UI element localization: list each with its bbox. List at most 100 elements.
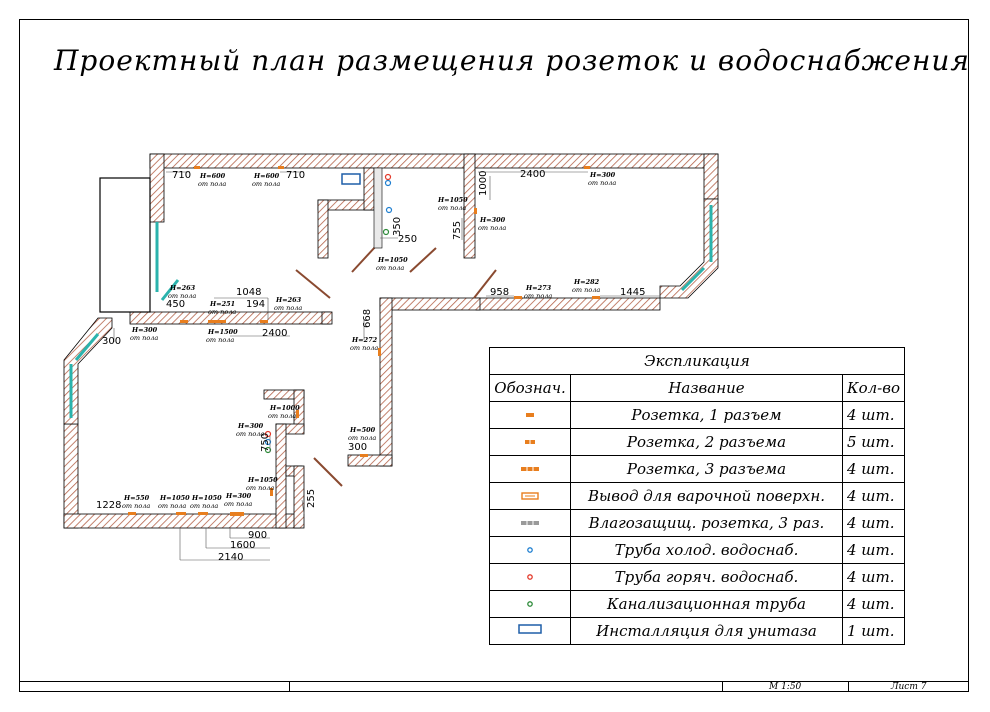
- legend-header-name: Название: [570, 374, 843, 402]
- socket-icon: [128, 512, 136, 515]
- dimension-labels: 710 710 2400 1000 1048 450 194 2400 300 …: [96, 169, 645, 563]
- svg-text:H=1050: H=1050: [247, 476, 278, 484]
- waterproof-socket-icon: [521, 521, 539, 525]
- svg-text:H=1000: H=1000: [269, 404, 300, 412]
- socket-1-icon: [526, 413, 534, 417]
- dimension-label: 2400: [262, 328, 287, 339]
- cold-pipe-icon: [384, 179, 392, 187]
- dimension-label: 2140: [218, 552, 243, 563]
- svg-text:от пола: от пола: [588, 179, 616, 187]
- dimension-label: 250: [398, 234, 417, 245]
- svg-text:H=500: H=500: [349, 426, 376, 434]
- toilet-installation-icon: [518, 624, 542, 634]
- svg-text:H=550: H=550: [123, 494, 150, 502]
- dimension-label: 1048: [236, 287, 261, 298]
- cold-pipe-icon: [527, 547, 533, 553]
- dimension-label: 450: [166, 299, 185, 310]
- wall: [463, 153, 476, 259]
- legend-header-qty: Кол-во: [841, 374, 906, 402]
- wall: [475, 297, 661, 311]
- svg-text:H=300: H=300: [131, 326, 158, 334]
- legend-row: Влагозащищ. розетка, 3 раз. 4 шт.: [489, 509, 906, 537]
- svg-text:H=263: H=263: [275, 296, 302, 304]
- svg-text:от пола: от пола: [252, 180, 280, 188]
- dimension-label: 710: [172, 170, 191, 181]
- socket-icon: [584, 166, 590, 169]
- doors: [295, 245, 497, 487]
- cooktop-outlet-icon: [521, 492, 539, 500]
- door: [295, 269, 331, 299]
- socket-icon: [270, 488, 273, 496]
- dimension-label: 750: [260, 433, 271, 452]
- drawing-frame: [19, 19, 969, 692]
- socket-icon: [260, 320, 268, 323]
- dimension-label: 300: [348, 442, 367, 453]
- sewer-pipe-icon: [264, 446, 272, 454]
- cold-pipe-icon: [264, 438, 272, 446]
- dimension-label: 1600: [230, 540, 255, 551]
- sockets: [128, 166, 600, 516]
- dimension-label: 958: [490, 287, 509, 298]
- dimension-label: 2400: [520, 169, 545, 180]
- legend-qty: 4 шт.: [841, 482, 906, 510]
- legend-name: Труба горяч. водоснаб.: [570, 563, 843, 591]
- legend-caption: Экспликация: [489, 347, 905, 375]
- cooktop-outlet-icon: [230, 512, 244, 516]
- cold-pipe-icon: [385, 206, 393, 214]
- dimension-label: 300: [102, 336, 121, 347]
- hot-pipe-icon: [527, 574, 533, 580]
- door: [351, 245, 377, 273]
- svg-text:от пола: от пола: [246, 484, 274, 492]
- window: [160, 279, 180, 301]
- socket-icon: [208, 320, 226, 323]
- svg-text:от пола: от пола: [130, 334, 158, 342]
- legend-qty: 4 шт.: [841, 563, 906, 591]
- svg-text:от пола: от пола: [348, 434, 376, 442]
- sheet-label: Лист 7: [891, 682, 927, 692]
- svg-text:H=300: H=300: [237, 422, 264, 430]
- legend-name: Розетка, 2 разъема: [570, 428, 843, 456]
- page-title: Проектный план размещения розеток и водо…: [54, 44, 970, 77]
- dimension-label: 350: [392, 217, 403, 236]
- wall: [347, 454, 393, 467]
- svg-text:H=1500: H=1500: [207, 328, 238, 336]
- svg-text:от пола: от пола: [206, 336, 234, 344]
- dimension-label: 1228: [96, 500, 121, 511]
- legend-table: Экспликация Обознач. Название Кол-во Роз…: [489, 347, 906, 645]
- svg-text:H=251: H=251: [209, 300, 235, 308]
- svg-text:от пола: от пола: [524, 292, 552, 300]
- dimension-label: 710: [286, 170, 305, 181]
- legend-row: Вывод для варочной поверхн. 4 шт.: [489, 482, 906, 510]
- svg-text:H=600: H=600: [199, 172, 226, 180]
- wall: [149, 153, 165, 223]
- wall: [703, 153, 719, 200]
- windows: [69, 205, 713, 418]
- wall: [63, 513, 301, 529]
- wall: [293, 465, 305, 529]
- svg-text:H=1050: H=1050: [377, 256, 408, 264]
- wall: [321, 311, 333, 325]
- sewer-pipe-icon: [382, 228, 390, 236]
- svg-text:H=273: H=273: [525, 284, 552, 292]
- dimension-label: 668: [362, 309, 373, 328]
- svg-text:H=300: H=300: [225, 492, 252, 500]
- legend-qty: 5 шт.: [841, 428, 906, 456]
- socket-3-icon: [521, 467, 539, 471]
- dimension-label: 900: [248, 530, 267, 541]
- wall: [379, 297, 481, 311]
- socket-icon: [194, 166, 200, 169]
- svg-text:H=282: H=282: [573, 278, 600, 286]
